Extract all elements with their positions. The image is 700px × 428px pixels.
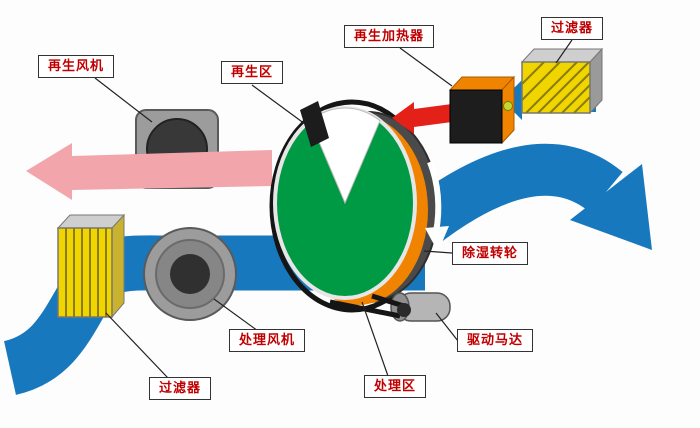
hot-air-arrow <box>392 102 452 134</box>
label-regen-zone: 再生区 <box>221 61 284 84</box>
leader-lines <box>94 39 573 379</box>
label-process-fan: 处理风机 <box>229 329 306 352</box>
label-drive-motor: 驱动马达 <box>457 329 534 352</box>
regen-exhaust-arrow <box>26 143 272 200</box>
heater-indicator-dot <box>503 101 513 111</box>
desiccant-wheel-graphic <box>269 99 449 313</box>
label-regen-fan: 再生风机 <box>38 55 115 78</box>
label-filter-top: 过滤器 <box>541 17 604 40</box>
filter-bottom-graphic <box>56 213 126 319</box>
label-regen-heater: 再生加热器 <box>344 25 435 48</box>
label-desiccant-wheel: 除湿转轮 <box>452 242 529 265</box>
label-filter-bottom: 过滤器 <box>149 377 212 400</box>
process-fan-graphic <box>143 227 237 321</box>
filter-top-graphic <box>520 47 604 115</box>
regen-heater-graphic <box>448 75 516 145</box>
label-process-zone: 处理区 <box>364 375 427 398</box>
process-air-outlet-arrow <box>406 143 652 250</box>
rotation-arrow <box>425 160 449 252</box>
